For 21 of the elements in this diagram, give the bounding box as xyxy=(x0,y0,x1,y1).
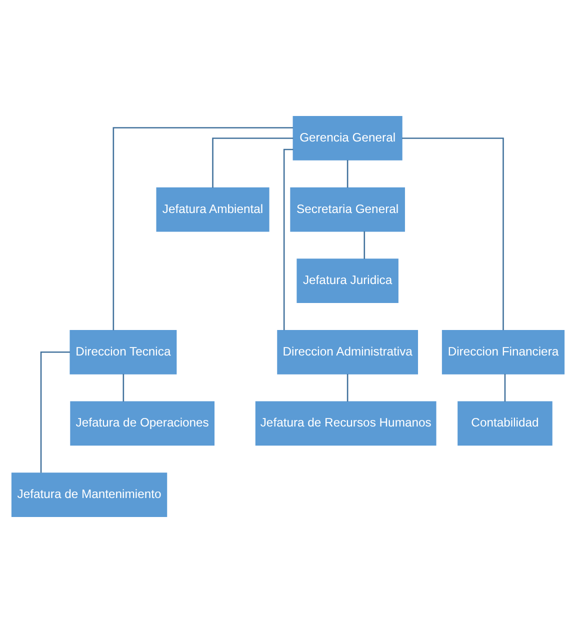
connector xyxy=(402,138,504,330)
node-box: Secretaria General xyxy=(290,187,405,232)
connector xyxy=(346,374,348,402)
connector xyxy=(122,374,124,402)
connector xyxy=(112,127,293,330)
connector xyxy=(40,352,70,473)
node-box: Gerencia General xyxy=(292,116,402,160)
node-box: Jefatura Juridica xyxy=(296,258,398,304)
node-box: Jefatura de Operaciones xyxy=(70,401,215,446)
node-box: Direccion Administrativa xyxy=(277,330,418,374)
node-box: Direccion Tecnica xyxy=(70,330,177,374)
node-box: Jefatura Ambiental xyxy=(156,187,270,232)
node-box: Direccion Financiera xyxy=(442,330,565,374)
node-box: Jefatura de Recursos Humanos xyxy=(255,401,436,446)
connector xyxy=(212,138,294,188)
node-box: Jefatura de Mantenimiento xyxy=(11,472,168,517)
node-box: Contabilidad xyxy=(458,401,552,446)
connector xyxy=(283,148,294,330)
connector xyxy=(364,231,366,259)
connector xyxy=(504,374,506,402)
connector xyxy=(346,160,348,188)
